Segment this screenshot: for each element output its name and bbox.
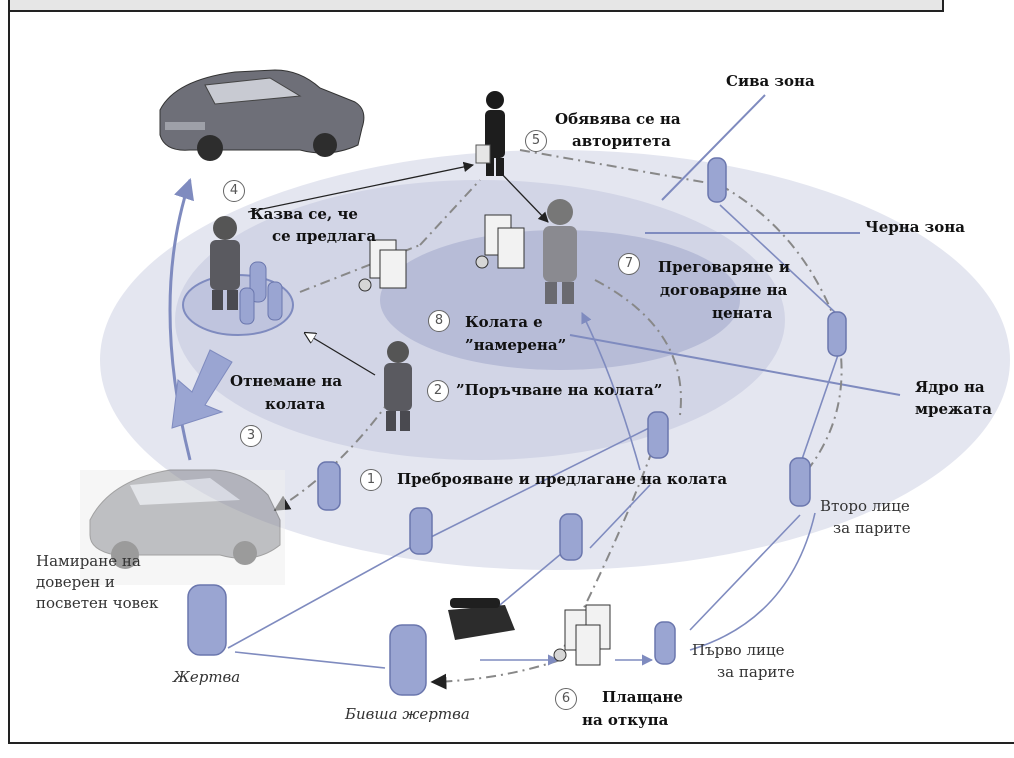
money-stack-ransom bbox=[553, 604, 611, 666]
step7-line1: Преговаряне и bbox=[658, 258, 790, 276]
middle-to-second bbox=[589, 484, 651, 549]
core-label-2: мрежата bbox=[915, 400, 992, 418]
stolen-car-image bbox=[80, 469, 285, 585]
step8-line1: Колата е bbox=[465, 313, 543, 331]
grey-zone-pointer bbox=[661, 94, 766, 201]
core-zone-ellipse bbox=[380, 230, 740, 370]
second-to-outer bbox=[799, 354, 839, 466]
arrow-order-to-thief bbox=[305, 333, 376, 376]
car-image bbox=[159, 69, 365, 161]
flow-boss-right bbox=[519, 149, 721, 186]
step2-label: ”Поръчване на колата” bbox=[456, 381, 663, 399]
first-person-line2: за парите bbox=[717, 663, 795, 681]
core-zone-pointer bbox=[569, 334, 901, 396]
step-number-8: 8 bbox=[428, 310, 450, 332]
offered-line1: Казва се, че bbox=[250, 205, 358, 223]
step-number-2: 2 bbox=[427, 380, 449, 402]
step-number-3: 3 bbox=[240, 425, 262, 447]
network-figures bbox=[187, 157, 847, 696]
step7-line2: договаряне на bbox=[660, 281, 788, 299]
finding-line3: посветен човек bbox=[36, 594, 159, 612]
arrow-boss-to-negotiator bbox=[497, 169, 549, 223]
flow-to-boss bbox=[419, 179, 481, 246]
arrow-thief-to-boss bbox=[247, 161, 475, 213]
informant-to-middleman bbox=[414, 424, 656, 546]
frame-bottom-border bbox=[8, 742, 1014, 744]
thief-helpers bbox=[239, 261, 283, 325]
step5-line2: авторитета bbox=[572, 132, 671, 150]
victim-to-former bbox=[234, 651, 386, 669]
thief-figure bbox=[210, 216, 240, 310]
offered-line2: се предлага bbox=[272, 227, 377, 245]
header-bar bbox=[8, 0, 944, 12]
step-number-1: 1 bbox=[360, 469, 382, 491]
middleman-figure bbox=[384, 341, 412, 431]
finding-line2: доверен и bbox=[36, 573, 115, 591]
finding-line1: Намиране на bbox=[36, 552, 141, 570]
step6-line1: Плащане bbox=[602, 688, 683, 706]
negotiator-figure bbox=[543, 199, 577, 304]
step5-line1: Обявява се на bbox=[555, 110, 681, 128]
flow-ransom-to-victim bbox=[430, 659, 561, 690]
money-stack-core bbox=[475, 214, 525, 269]
step7-line3: цената bbox=[712, 304, 773, 322]
second-person-line1: Второ лице bbox=[820, 497, 910, 515]
money-to-negotiator bbox=[581, 311, 641, 471]
money-stack-thief bbox=[358, 239, 407, 292]
core-label-1: Ядро на bbox=[915, 378, 985, 396]
flow-negotiation bbox=[594, 279, 682, 416]
black-zone-label: Черна зона bbox=[865, 218, 965, 236]
outer-to-top bbox=[719, 204, 839, 316]
step-number-5: 5 bbox=[525, 130, 547, 152]
victim-label: Жертва bbox=[173, 668, 241, 686]
authority-figure bbox=[475, 91, 505, 176]
former-victim-label: Бивша жертва bbox=[345, 705, 470, 723]
step-number-6: 6 bbox=[555, 688, 577, 710]
grey-zone-label: Сива зона bbox=[726, 72, 815, 90]
step1-label: Преброяване и предлагане на колата bbox=[397, 470, 728, 488]
frame-left-border bbox=[8, 10, 10, 744]
step-number-7: 7 bbox=[618, 253, 640, 275]
taking-line2: колата bbox=[265, 395, 326, 413]
second-person-line2: за парите bbox=[833, 519, 911, 537]
phone-icon bbox=[448, 598, 515, 640]
taking-line1: Отнемане на bbox=[230, 372, 343, 390]
first-person-line1: Първо лице bbox=[692, 641, 785, 659]
first-to-second bbox=[689, 514, 801, 631]
step8-line2: ”намерена” bbox=[465, 336, 567, 354]
victim-to-first-person bbox=[689, 512, 816, 651]
big-taking-arrow bbox=[171, 349, 233, 429]
victim-to-informant bbox=[227, 544, 416, 649]
step6-line2: на откупа bbox=[582, 711, 669, 729]
step-number-4: 4 bbox=[223, 180, 245, 202]
